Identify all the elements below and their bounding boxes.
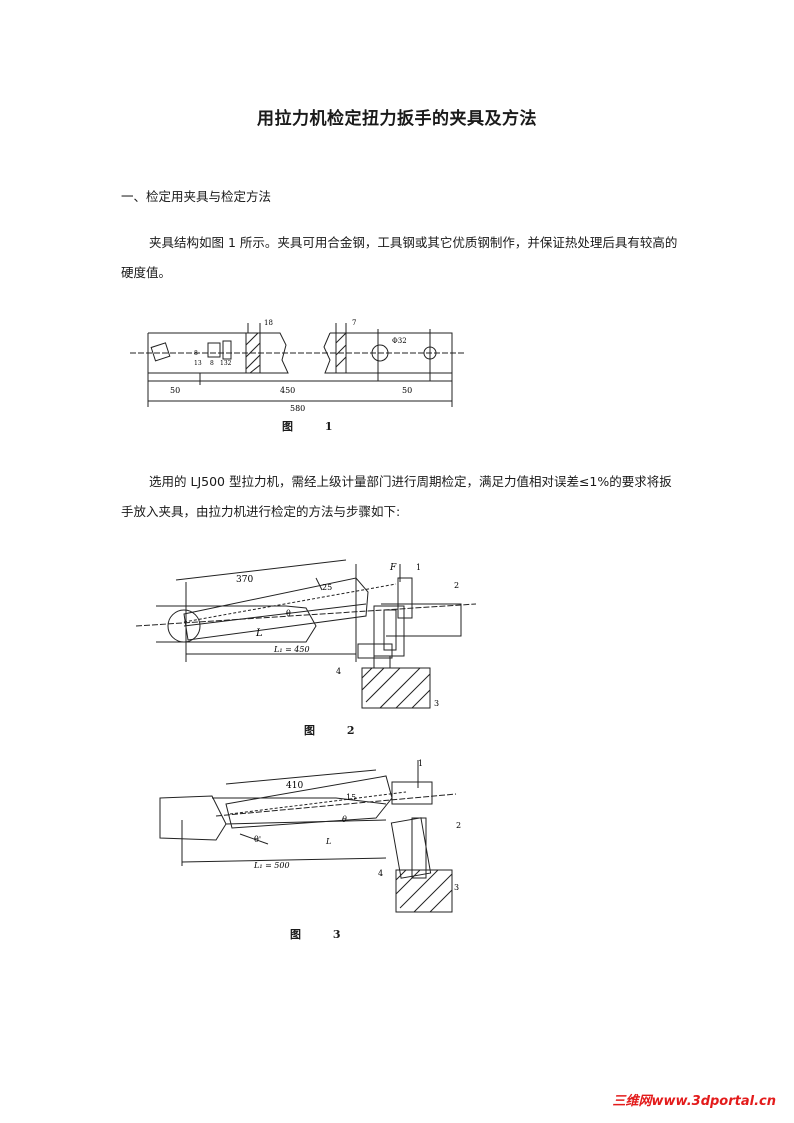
figure-1-caption: 图 1 [282,420,347,433]
fig2-force: F [389,563,397,573]
fig3-len-h: 15 [346,793,356,802]
fig2-n1: 1 [416,563,421,572]
fig1-dim-top1: 18 [264,319,273,327]
fig1-dim-right: 50 [402,386,412,395]
figure-2-caption: 图 2 [304,724,369,737]
fig2-len-arm: 370 [236,575,253,585]
paragraph-fixture: 夹具结构如图 1 所示。夹具可用合金钢，工具钢或其它优质钢制作，并保证热处理后具… [121,228,681,288]
fig2-angle: θ [286,609,291,618]
fig3-angle: θ [342,815,347,824]
figure-1-drawing: 50 450 50 580 18 7 Φ32 8 13 8 132 [130,319,466,413]
fig1-dim-left: 50 [170,386,180,395]
fig3-n4: 4 [378,869,383,878]
fig2-n2: 2 [454,581,459,590]
fig1-side-a: 8 [194,350,198,357]
paragraph-procedure: 选用的 LJ500 型拉力机，需经上级计量部门进行周期检定，满足力值相对误差≤1… [121,467,681,527]
fig1-dim-total: 580 [290,404,305,413]
figure-3-drawing: 410 15 θ θ' L L₁ = 500 1 2 3 4 [159,759,461,913]
fig1-side-d: 132 [220,360,232,367]
fig3-n2: 2 [456,821,461,830]
fig3-label-l1: L₁ = 500 [253,861,290,870]
fig2-len-h: 25 [322,583,332,592]
paragraph-procedure-text: 选用的 LJ500 型拉力机，需经上级计量部门进行周期检定，满足力值相对误差≤1… [121,474,672,519]
figure-3-caption: 图 3 [290,928,355,941]
figure-2-drawing: 370 25 F θ L L₁ = 450 1 2 3 4 [136,559,477,709]
fig2-label-l1: L₁ = 450 [273,645,310,654]
fig1-dim-mid: 450 [280,386,295,395]
fig3-label-l: L [325,837,331,846]
fig3-angle2: θ' [254,835,261,844]
paragraph-fixture-text: 夹具结构如图 1 所示。夹具可用合金钢，工具钢或其它优质钢制作，并保证热处理后具… [121,235,678,280]
fig2-n3: 3 [434,699,439,708]
fig1-side-c: 8 [210,360,214,367]
fig1-dim-top2: 7 [352,319,356,327]
page-title: 用拉力机检定扭力扳手的夹具及方法 [257,109,537,129]
fig1-side-b: 13 [194,360,202,367]
fig1-dim-hole: Φ32 [392,337,407,345]
watermark: 三维网www.3dportal.cn [612,1094,776,1109]
fig3-len-arm: 410 [286,781,303,791]
fig2-label-l: L [255,628,263,639]
fig3-n1: 1 [418,759,423,768]
fig2-n4: 4 [336,667,341,676]
fig3-n3: 3 [454,883,459,892]
section-heading: 一、检定用夹具与检定方法 [121,189,272,204]
